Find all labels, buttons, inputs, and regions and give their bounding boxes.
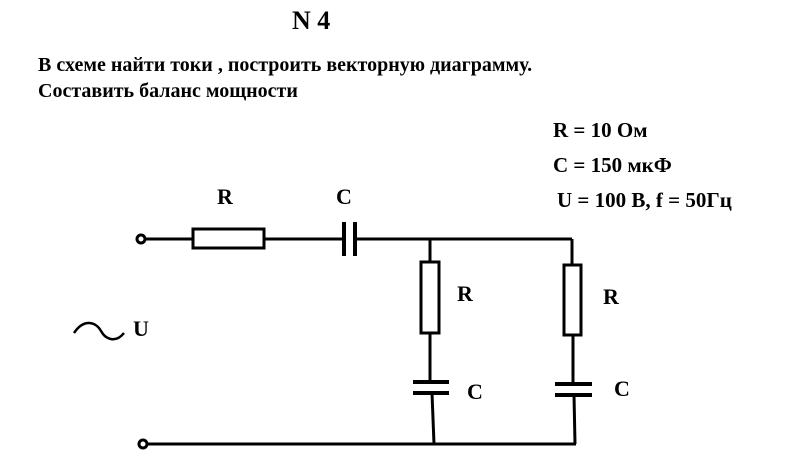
- label-branch2-r: R: [603, 284, 620, 309]
- label-branch1-r: R: [457, 281, 474, 306]
- ac-source-icon: [72, 321, 125, 341]
- input-terminal-bottom: [137, 438, 149, 450]
- problem-number: N 4: [292, 6, 331, 35]
- label-series-c: C: [336, 184, 352, 209]
- branch1-wire-bottom: [430, 392, 436, 445]
- param-resistance: R = 10 Ом: [553, 118, 648, 142]
- branch2-resistor: [562, 263, 583, 337]
- task-text-line-1: В схеме найти токи , построить векторную…: [38, 54, 533, 76]
- param-capacitance: C = 150 мкФ: [553, 153, 672, 177]
- task-text-line-2: Составить баланс мощности: [38, 80, 298, 102]
- label-branch1-c: C: [467, 379, 483, 404]
- label-branch2-c: C: [614, 376, 630, 401]
- label-source-u: U: [133, 316, 149, 341]
- input-terminal-top: [135, 233, 147, 245]
- series-resistor: [191, 227, 266, 250]
- label-series-r: R: [217, 184, 234, 209]
- param-voltage-frequency: U = 100 В, f = 50Гц: [557, 188, 732, 212]
- branch2-wire-bottom: [572, 394, 577, 445]
- branch1-resistor: [419, 260, 441, 335]
